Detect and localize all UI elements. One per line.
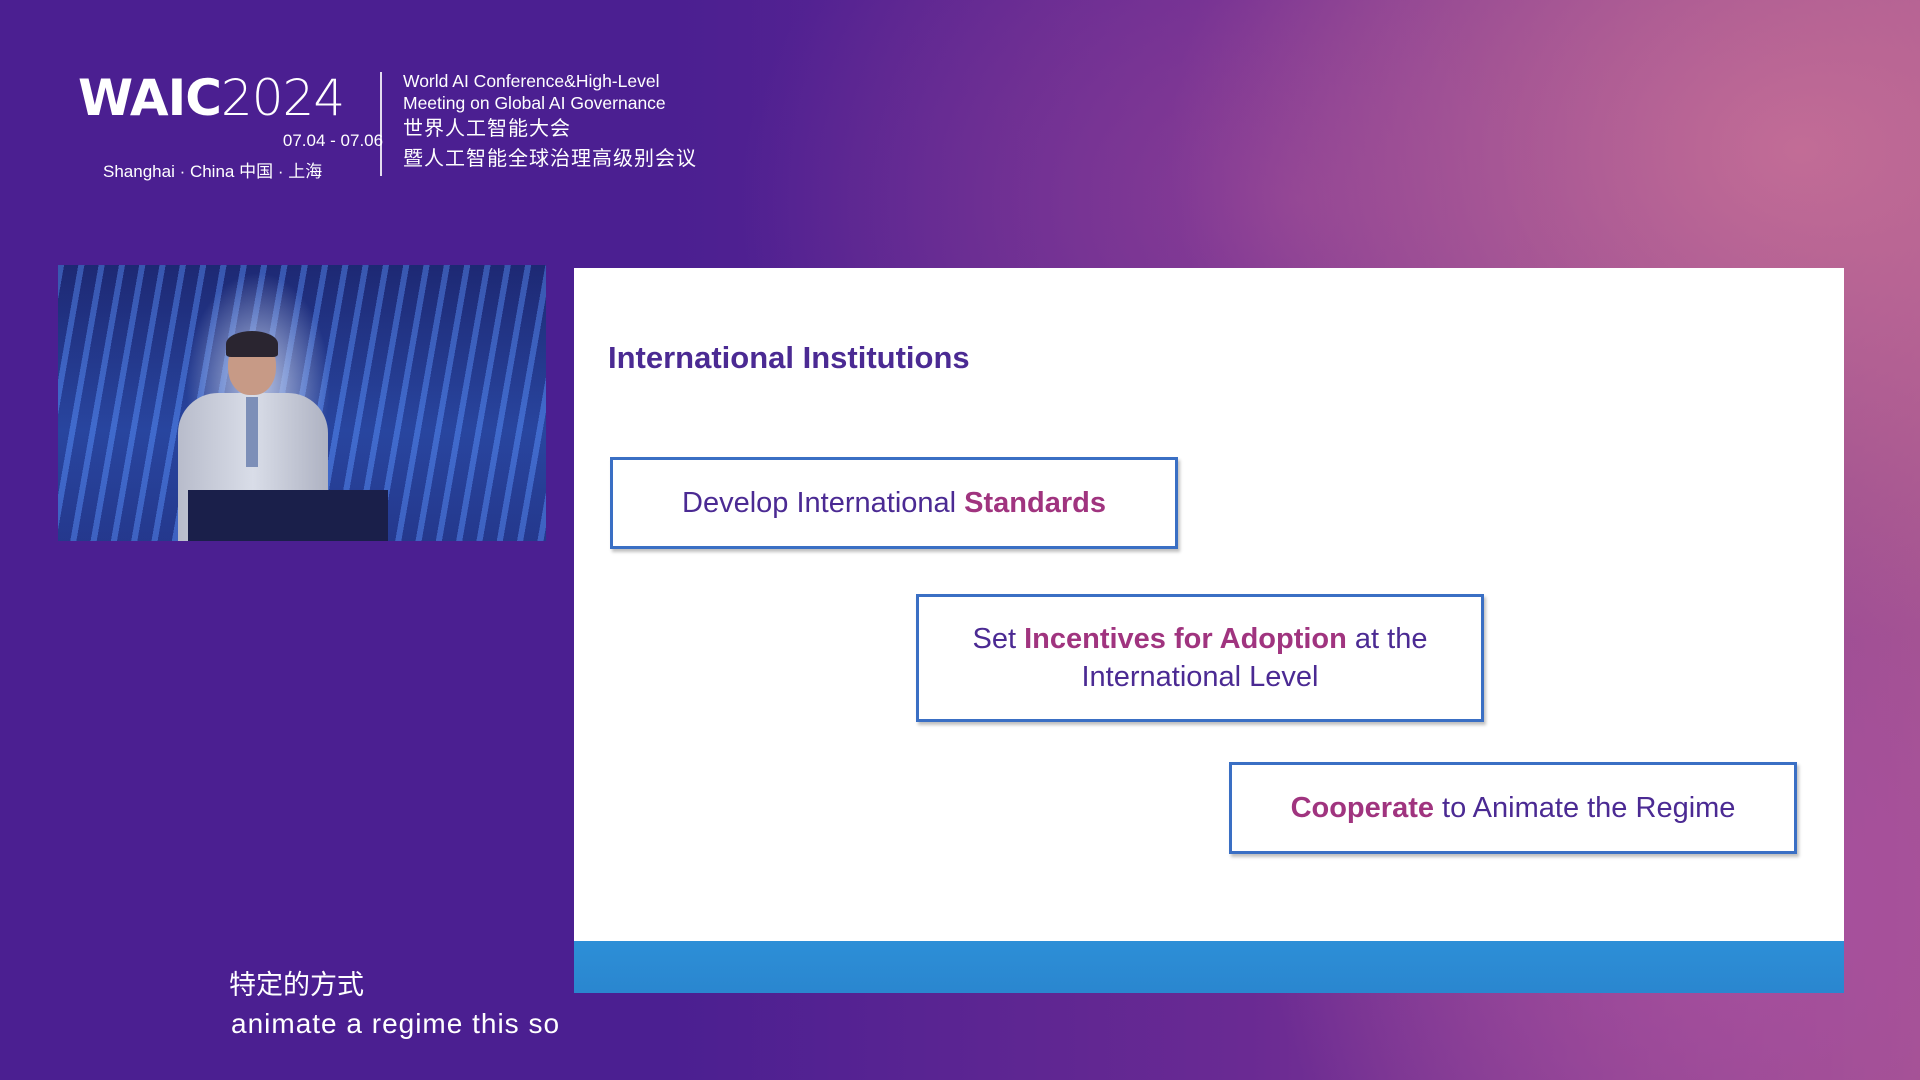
box-text: Set Incentives for Adoption at the Inter… xyxy=(949,620,1451,696)
slide-box-set-incentives: Set Incentives for Adoption at the Inter… xyxy=(916,594,1484,722)
conference-location: Shanghai · China 中国 · 上海 xyxy=(103,162,323,181)
subtitle-chinese: 特定的方式 xyxy=(229,970,364,1000)
waic-wordmark: WAIC2024 xyxy=(78,69,345,127)
logo-divider xyxy=(380,72,382,176)
speaker-video-feed xyxy=(58,265,546,541)
conference-dates: 07.04 - 07.06 xyxy=(282,131,384,150)
slide-footer-bar xyxy=(574,941,1844,993)
conference-name-en-line2: Meeting on Global AI Governance xyxy=(403,93,666,113)
box-text-highlight: Incentives for Adoption xyxy=(1024,623,1347,655)
box-text-highlight: Standards xyxy=(964,487,1106,519)
podium xyxy=(188,490,388,541)
box-text: Cooperate to Animate the Regime xyxy=(1291,789,1736,827)
slide-box-cooperate: Cooperate to Animate the Regime xyxy=(1229,762,1797,854)
conference-name-cn-line2: 暨人工智能全球治理高级别会议 xyxy=(403,148,697,170)
box-text-plain-end: to Animate the Regime xyxy=(1433,792,1736,824)
box-text-highlight: Cooperate xyxy=(1290,792,1434,824)
box-text-plain-end: at the International Level xyxy=(1081,623,1428,693)
presentation-slide: International Institutions Develop Inter… xyxy=(574,268,1844,993)
waic-year: 2024 xyxy=(220,69,345,127)
box-text: Develop International Standards xyxy=(682,484,1106,522)
waic-text: WAIC xyxy=(78,69,222,127)
box-text-plain: Set xyxy=(972,623,1025,655)
conference-logo: WAIC2024 07.04 - 07.06 Shanghai · China … xyxy=(78,69,718,181)
slide-box-develop-standards: Develop International Standards xyxy=(610,457,1178,549)
conference-name: World AI Conference&High-Level Meeting o… xyxy=(403,70,697,174)
slide-title: International Institutions xyxy=(608,340,970,375)
conference-name-cn-line1: 世界人工智能大会 xyxy=(403,118,571,140)
conference-name-en-line1: World AI Conference&High-Level xyxy=(403,71,660,91)
subtitle-english: animate a regime this so xyxy=(231,1008,561,1039)
box-text-plain: Develop International xyxy=(682,487,965,519)
